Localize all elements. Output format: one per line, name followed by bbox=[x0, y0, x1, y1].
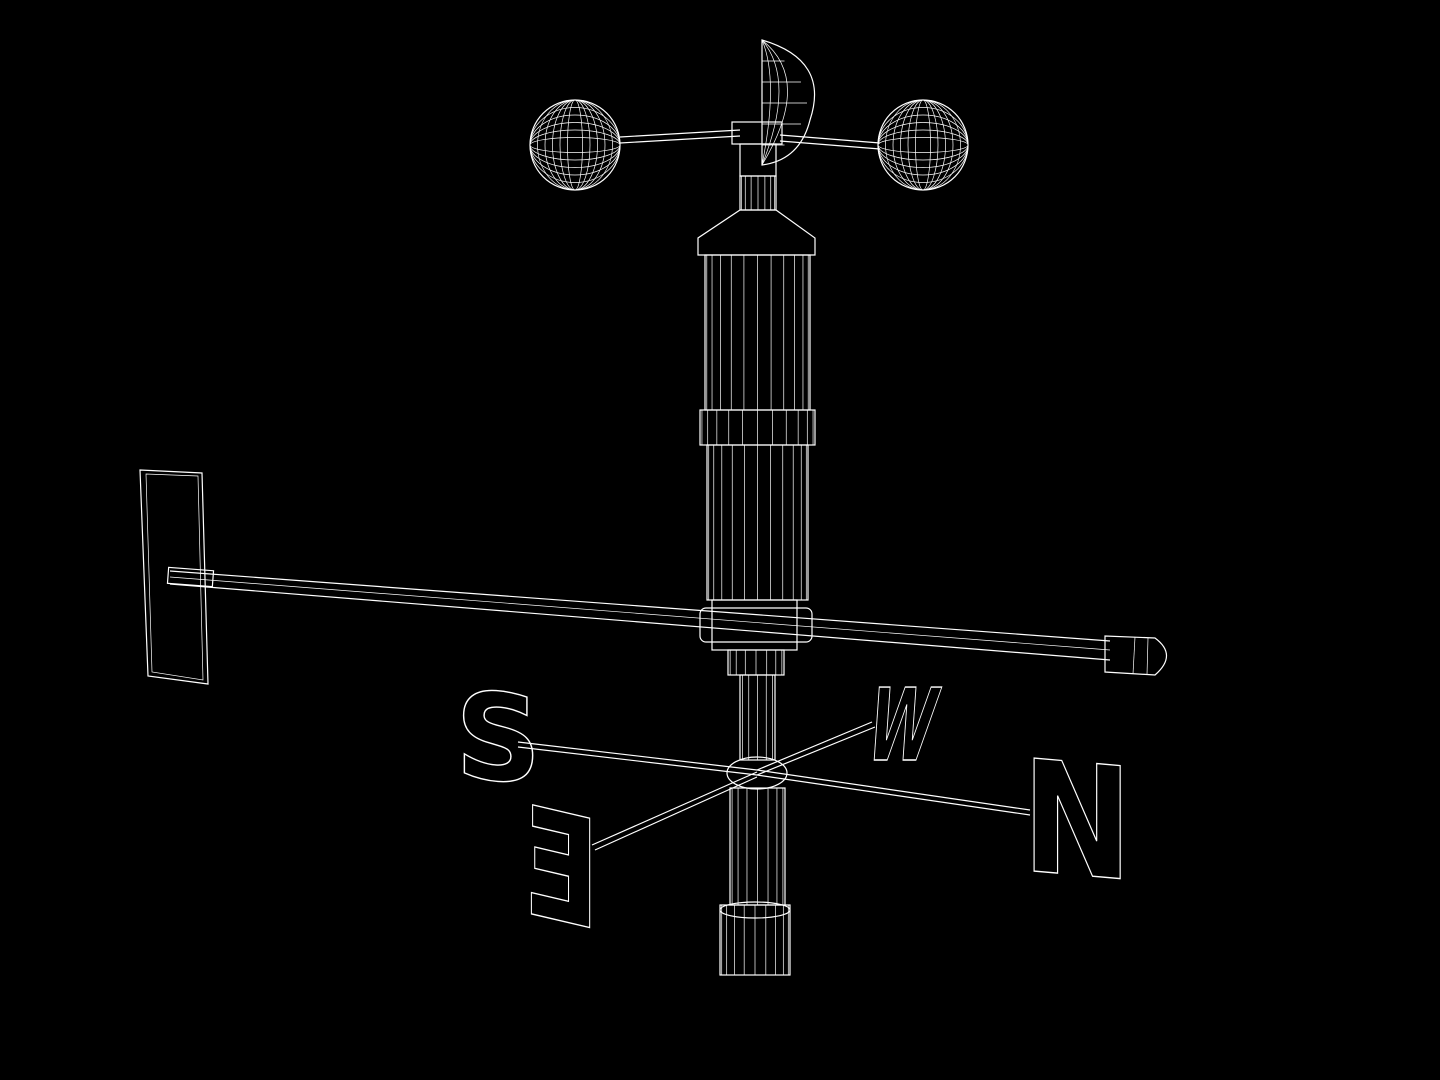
vane-rod bbox=[166, 566, 1111, 661]
top-cup bbox=[761, 39, 815, 166]
cup-arms bbox=[619, 129, 881, 150]
compass-hub bbox=[726, 756, 788, 790]
left-cup bbox=[529, 99, 621, 191]
compass-letter-south: S bbox=[455, 666, 541, 812]
vane-pivot-collar bbox=[699, 599, 813, 651]
mast-body bbox=[697, 175, 816, 976]
compass-letter-west: W bbox=[857, 667, 948, 784]
compass-letter-north: N bbox=[1022, 726, 1132, 916]
vane-nose-cap bbox=[1104, 635, 1168, 676]
compass-letter-east: E bbox=[523, 773, 600, 966]
compass-arms bbox=[517, 721, 1031, 851]
vane-tail-plate bbox=[139, 469, 209, 685]
right-cup bbox=[877, 99, 969, 191]
